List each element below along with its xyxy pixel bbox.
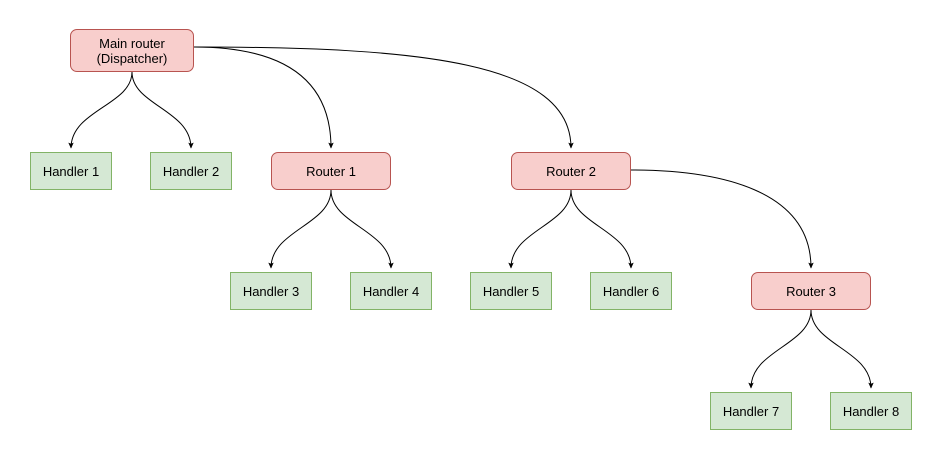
edge-router-1-to-handler-3 bbox=[268, 189, 332, 269]
node-label-main-router: Main router (Dispatcher) bbox=[96, 35, 168, 66]
edge-router-3-to-handler-8 bbox=[810, 309, 874, 389]
node-handler-3[interactable]: Handler 3 bbox=[230, 272, 312, 310]
node-handler-1[interactable]: Handler 1 bbox=[30, 152, 112, 190]
edge-main-to-router-1 bbox=[193, 46, 334, 149]
node-label-handler-3: Handler 3 bbox=[242, 283, 300, 299]
node-router-1[interactable]: Router 1 bbox=[271, 152, 391, 190]
node-label-handler-7: Handler 7 bbox=[722, 403, 780, 419]
node-label-router-2: Router 2 bbox=[546, 163, 596, 179]
node-label-handler-5: Handler 5 bbox=[482, 283, 540, 299]
node-router-2[interactable]: Router 2 bbox=[511, 152, 631, 190]
edge-router-2-to-handler-5 bbox=[508, 189, 572, 269]
node-label-router-3: Router 3 bbox=[786, 283, 836, 299]
node-handler-2[interactable]: Handler 2 bbox=[150, 152, 232, 190]
node-label-handler-4: Handler 4 bbox=[362, 283, 420, 299]
edge-main-to-router-2 bbox=[193, 46, 574, 149]
diagram-edges bbox=[68, 46, 874, 389]
edge-router-2-to-handler-6 bbox=[570, 189, 634, 269]
node-label-handler-1: Handler 1 bbox=[42, 163, 100, 179]
edge-router-1-to-handler-4 bbox=[330, 189, 394, 269]
node-handler-4[interactable]: Handler 4 bbox=[350, 272, 432, 310]
node-handler-8[interactable]: Handler 8 bbox=[830, 392, 912, 430]
node-label-handler-6: Handler 6 bbox=[602, 283, 660, 299]
node-handler-7[interactable]: Handler 7 bbox=[710, 392, 792, 430]
node-handler-6[interactable]: Handler 6 bbox=[590, 272, 672, 310]
edge-router-3-to-handler-7 bbox=[748, 309, 812, 389]
node-main-router[interactable]: Main router (Dispatcher) bbox=[70, 29, 194, 72]
edge-router-2-to-router-3 bbox=[630, 169, 814, 269]
edge-main-to-handler-1 bbox=[68, 71, 133, 149]
node-label-handler-2: Handler 2 bbox=[162, 163, 220, 179]
node-label-handler-8: Handler 8 bbox=[842, 403, 900, 419]
edge-main-to-handler-2 bbox=[131, 71, 194, 149]
node-handler-5[interactable]: Handler 5 bbox=[470, 272, 552, 310]
node-label-router-1: Router 1 bbox=[306, 163, 356, 179]
node-router-3[interactable]: Router 3 bbox=[751, 272, 871, 310]
